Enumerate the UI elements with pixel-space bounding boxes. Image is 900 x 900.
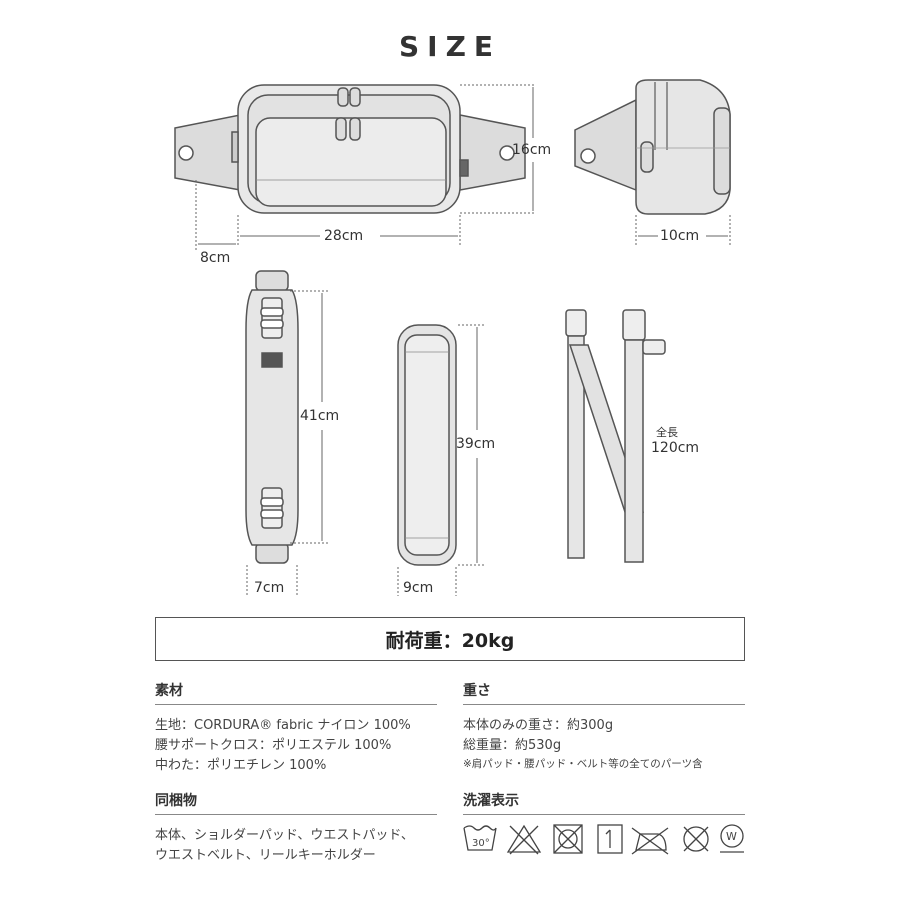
line-dry-icon bbox=[597, 824, 623, 854]
dim-belt-total-label: 全長 bbox=[656, 426, 678, 439]
load-capacity-text: 耐荷重：20kg bbox=[385, 629, 515, 652]
dim-shoulder-width: 7cm bbox=[254, 580, 285, 596]
material-line-1: 生地：CORDURA® fabric ナイロン 100% bbox=[155, 718, 411, 733]
care-heading: 洗濯表示 bbox=[463, 793, 519, 809]
no-bleach-icon bbox=[506, 824, 542, 855]
care-icons: 30° W bbox=[462, 820, 747, 864]
dim-waist-length: 39cm bbox=[456, 436, 496, 452]
wash-30-icon: 30° bbox=[463, 825, 497, 851]
material-heading: 素材 bbox=[155, 683, 183, 699]
weight-rule bbox=[463, 704, 745, 705]
size-diagram bbox=[174, 79, 731, 596]
side-view-illustration bbox=[574, 79, 731, 215]
dim-depth: 10cm bbox=[660, 228, 700, 244]
included-line-1: 本体、ショルダーパッド、ウエストパッド、 bbox=[155, 828, 414, 843]
weight-note: ※肩パッド・腰パッド・ベルト等の全てのパーツ含 bbox=[463, 758, 703, 770]
dim-belt-side: 8cm bbox=[200, 250, 231, 266]
included-rule bbox=[155, 814, 437, 815]
wet-clean-icon: W bbox=[720, 824, 744, 853]
dim-shoulder-length: 41cm bbox=[300, 408, 340, 424]
waist-pad-illustration bbox=[397, 324, 457, 566]
included-heading: 同梱物 bbox=[155, 793, 197, 809]
material-line-2: 腰サポートクロス：ポリエステル 100% bbox=[155, 738, 392, 753]
shoulder-pad-illustration bbox=[245, 270, 299, 564]
weight-heading: 重さ bbox=[463, 683, 491, 699]
weight-line-2: 総重量：約530g bbox=[463, 738, 562, 753]
no-tumble-dry-icon bbox=[553, 824, 583, 854]
page-title: SIZE bbox=[398, 30, 501, 63]
material-line-3: 中わた：ポリエチレン 100% bbox=[155, 758, 327, 773]
dimension-lines bbox=[195, 84, 731, 596]
dim-belt-total: 120cm bbox=[651, 440, 700, 456]
no-dry-clean-icon bbox=[683, 826, 709, 852]
included-line-2: ウエストベルト、リールキーホルダー bbox=[155, 848, 376, 863]
front-view-illustration bbox=[174, 84, 526, 214]
material-rule bbox=[155, 704, 437, 705]
dim-waist-width: 9cm bbox=[403, 580, 434, 596]
weight-line-1: 本体のみの重さ：約300g bbox=[463, 718, 614, 733]
no-iron-icon bbox=[631, 827, 669, 855]
dim-height-main: 16cm bbox=[512, 142, 552, 158]
load-capacity-box: 耐荷重：20kg bbox=[155, 617, 745, 661]
wash-temp-label: 30° bbox=[472, 838, 490, 849]
care-rule bbox=[463, 814, 745, 815]
wet-clean-label: W bbox=[726, 830, 737, 843]
dim-width-main: 28cm bbox=[324, 228, 364, 244]
waist-belt-illustration bbox=[565, 309, 666, 563]
